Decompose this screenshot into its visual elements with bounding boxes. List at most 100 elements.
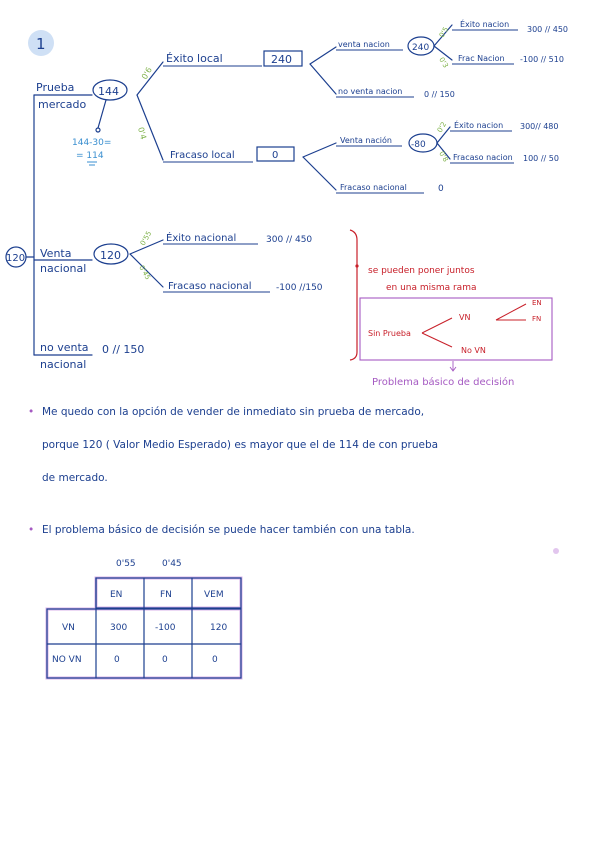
venta-node-value: 120 — [100, 249, 121, 262]
side-note-text-1: se pueden poner juntos — [368, 266, 475, 276]
exito-nacion-1-value: 300 // 450 — [527, 25, 568, 34]
venta-nacion-2-fork-up — [436, 126, 451, 144]
frac-nacion-1-label: Frac Nacion — [458, 54, 505, 63]
branch-no-venta-label: no venta — [40, 341, 89, 354]
fracaso-local-value: 0 — [272, 150, 278, 161]
venta-nacion-2-fork-down — [436, 142, 451, 160]
table-row-label: NO VN — [52, 655, 82, 665]
test-calc-underline — [87, 161, 97, 166]
table-row-label: VN — [62, 623, 75, 633]
mini-tree-root: Sin Prueba — [368, 329, 411, 338]
venta-node-circle — [93, 243, 129, 265]
test-node-circle — [92, 79, 128, 101]
exito-local-fork-up — [309, 46, 337, 65]
no-venta-nacion-label: no venta nacion — [338, 87, 402, 96]
table-prob-fn: 0'45 — [162, 559, 182, 569]
side-note-caption: Problema básico de decisión — [372, 376, 514, 388]
mini-tree-vn-fork-up — [495, 303, 527, 321]
mini-tree-fork-up — [421, 317, 453, 334]
branch-venta-label-2: nacional — [40, 262, 86, 275]
venta-nacion-2-label: Venta nación — [340, 135, 392, 145]
page-number: 1 — [36, 35, 46, 53]
mini-tree-vn: VN — [459, 313, 470, 322]
caption-arrow — [449, 361, 457, 372]
branch-venta-label: Venta — [40, 247, 71, 260]
decision-table: EN FN VEM VN 300 -100 120 NO VN 0 0 0 — [45, 576, 243, 680]
table-header-fn: FN — [160, 590, 172, 600]
venta-nacion-prob-down: 0'3 — [437, 56, 449, 69]
exito-local-fork-down — [309, 63, 337, 95]
note-line: Me quedo con la opción de vender de inme… — [42, 406, 425, 418]
side-note-text-2: en una misma rama — [386, 283, 476, 293]
venta-nacion-2-value: -80 — [411, 140, 426, 150]
fracaso-local-label: Fracaso local — [170, 150, 235, 161]
fracaso-nacion-2-value: 100 // 50 — [523, 154, 559, 163]
branch-no-venta-label-2: nacional — [40, 358, 86, 371]
table-prob-en: 0'55 — [116, 559, 136, 569]
test-prob-down: 0'4 — [136, 126, 148, 140]
note-line: El problema básico de decisión se puede … — [42, 524, 415, 536]
table-header-vem: VEM — [204, 590, 224, 600]
exito-local-label: Éxito local — [166, 52, 223, 65]
venta-nacion-value: 240 — [412, 43, 429, 53]
red-bullet — [355, 264, 359, 268]
fracaso-nacional-value: 0 — [438, 184, 444, 194]
branch-test-label-2: mercado — [38, 98, 87, 111]
fracaso-local-box — [256, 146, 295, 162]
table-cell: 0 — [162, 655, 168, 665]
note-bullet: • — [28, 524, 35, 536]
frac-nacion-1-value: -100 // 510 — [520, 55, 564, 64]
purple-dot — [553, 548, 559, 554]
mini-tree-en: EN — [532, 299, 542, 307]
page-number-circle — [28, 30, 54, 56]
venta-nacion-fork-up — [433, 24, 453, 47]
venta-fork-down — [129, 253, 164, 288]
root-node-value: 120 — [6, 253, 25, 264]
venta-nacion-fork-down — [433, 45, 453, 61]
test-calc-2: = 114 — [76, 151, 104, 161]
test-node-pointer-dot — [95, 127, 101, 133]
venta-fracaso-value: -100 //150 — [276, 283, 323, 293]
mini-tree-fn: FN — [532, 315, 541, 323]
table-cell: 300 — [110, 623, 127, 633]
exito-nacion-2-value: 300// 480 — [520, 122, 558, 131]
test-node-pointer — [97, 99, 107, 129]
note-bullet: • — [28, 406, 35, 418]
test-fork-up — [136, 61, 164, 96]
conclusion-note: • Me quedo con la opción de vender de in… — [28, 396, 568, 495]
venta-exito-label: Éxito nacional — [166, 231, 236, 244]
venta-fork-up — [129, 239, 164, 255]
branch-test-label: Prueba — [36, 81, 74, 94]
table-note: • El problema básico de decisión se pued… — [28, 514, 568, 547]
red-bracket — [349, 229, 358, 361]
exito-nacion-2-label: Éxito nacion — [454, 119, 503, 130]
table-cell: 120 — [210, 623, 227, 633]
table-cell: 0 — [212, 655, 218, 665]
notes-section: • Me quedo con la opción de vender de in… — [28, 396, 568, 547]
mini-tree-no-vn: No VN — [461, 346, 486, 355]
venta-fracaso-label: Fracaso nacional — [168, 281, 252, 292]
test-calc-1: 144-30= — [72, 138, 111, 148]
fracaso-local-fork-down — [302, 156, 337, 191]
venta-nacion-prob-up: 0'5 — [438, 26, 450, 39]
table-cell: -100 — [155, 623, 176, 633]
venta-nacion-2-prob-down: 0'8 — [437, 150, 449, 163]
mini-tree-box — [359, 297, 553, 361]
venta-prob-down: 0'45 — [137, 264, 152, 281]
fracaso-nacion-2-label: Fracaso nacion — [453, 153, 513, 162]
branch-no-venta-value: 0 // 150 — [102, 343, 144, 356]
fracaso-local-fork-up — [302, 142, 337, 158]
note-line: porque 120 ( Valor Medio Esperado) es ma… — [42, 439, 439, 451]
exito-nacion-1-label: Éxito nacion — [460, 18, 509, 29]
test-fork-down — [136, 94, 164, 161]
fracaso-nacional-label: Fracaso nacional — [340, 183, 407, 192]
test-prob-up: 0'6 — [140, 66, 154, 81]
venta-nacion-label: venta nacion — [338, 40, 390, 49]
note-line: de mercado. — [42, 472, 108, 484]
exito-local-box — [263, 50, 303, 67]
table-cell: 0 — [114, 655, 120, 665]
mini-tree-fork-down — [421, 332, 453, 348]
venta-exito-value: 300 // 450 — [266, 235, 312, 245]
